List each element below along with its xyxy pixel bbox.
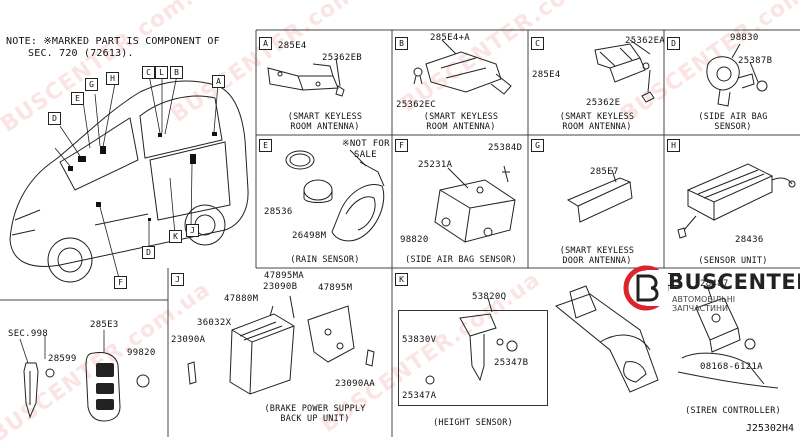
panel-tag-K: K (395, 273, 408, 286)
part-number: 285E3 (90, 320, 119, 330)
part-number: 99820 (127, 348, 156, 358)
part-number: 53830V (402, 335, 437, 345)
callout-C: C (142, 66, 155, 79)
part-number: 285E4 (278, 41, 307, 51)
note-text: NOTE: ※MARKED PART IS COMPONENT OF SEC. … (6, 36, 220, 60)
panel-caption: (BRAKE POWER SUPPLY (264, 404, 366, 414)
callout-H: H (106, 72, 119, 85)
part-drawing-height-sensor (400, 270, 800, 420)
part-number: 28536 (264, 207, 293, 217)
panel-caption: (SIREN CONTROLLER) (685, 406, 781, 416)
panel-tag-G: G (531, 139, 544, 152)
part-number: 36032X (197, 318, 232, 328)
panel-caption: DOOR ANTENNA) (562, 256, 632, 266)
panel-caption: (RAIN SENSOR) (290, 255, 360, 265)
part-number: 25347A (402, 391, 437, 401)
part-number: 98830 (730, 33, 759, 43)
panel-caption: (SMART KEYLESS (559, 112, 635, 122)
part-number: 98820 (400, 235, 429, 245)
callout-J: J (186, 224, 199, 237)
panel-tag-E: E (259, 139, 272, 152)
panel-caption: (SIDE AIR BAG (698, 112, 768, 122)
part-drawing-brake-supply-unit (178, 292, 378, 402)
part-drawing-keys (0, 325, 165, 435)
diagram-code: J25302H4 (745, 423, 794, 434)
panel-caption: ROOM ANTENNA) (562, 122, 632, 132)
panel-caption: BACK UP UNIT) (280, 414, 350, 424)
part-number: 25362EB (322, 53, 363, 63)
part-number: SEC.998 (8, 329, 49, 339)
part-number: 285E4 (532, 70, 561, 80)
callout-G: G (85, 78, 98, 91)
part-number: 25362EA (625, 36, 666, 46)
height-sensor-inset-frame (398, 310, 548, 406)
part-number: 28599 (48, 354, 77, 364)
panel-tag-A: A (259, 37, 272, 50)
part-number: SALE (354, 150, 377, 160)
part-drawing-side-airbag-sensor (680, 44, 790, 119)
panel-tag-B: B (395, 37, 408, 50)
callout-L: L (155, 66, 168, 79)
part-drawing-siren-controller (668, 288, 798, 398)
panel-caption: (SMART KEYLESS (423, 112, 499, 122)
car-overview-drawing (0, 30, 256, 300)
panel-tag-C: C (531, 37, 544, 50)
panel-caption: (SMART KEYLESS (287, 112, 363, 122)
part-drawing-airbag-sensor-unit (400, 160, 530, 250)
part-number: 25362EC (396, 100, 437, 110)
panel-caption: ROOM ANTENNA) (290, 122, 360, 132)
callout-F: F (114, 276, 127, 289)
part-drawing-antenna-a (258, 58, 388, 118)
panel-caption: ROOM ANTENNA) (426, 122, 496, 132)
panel-tag-L: L (667, 273, 680, 286)
part-drawing-rain-sensor (260, 142, 390, 257)
part-number: 285E7 (590, 167, 619, 177)
part-number: 26498M (292, 231, 327, 241)
buscenter-logo: BUSCENTER АВТОМОБІЛЬНІ ЗАПЧАСТИНИ (622, 262, 800, 318)
callout-E: E (71, 92, 84, 105)
part-number: 47895MA (264, 271, 305, 281)
panel-caption: (SMART KEYLESS (559, 246, 635, 256)
note-line-2: SEC. 720 (72613). (28, 48, 134, 59)
part-number: 23090B (263, 282, 298, 292)
panel-tag-D: D (667, 37, 680, 50)
panel-caption: (HEIGHT SENSOR) (433, 418, 513, 428)
part-number: 25231A (418, 160, 453, 170)
part-number: 53820Q (472, 292, 507, 302)
panel-tag-F: F (395, 139, 408, 152)
panel-caption: SENSOR) (714, 122, 752, 132)
part-number: 08168-6121A (700, 362, 763, 372)
part-number: 25362E (586, 98, 621, 108)
part-number: 285E4+A (430, 33, 471, 43)
part-number: 25387B (738, 56, 773, 66)
note-line-1: NOTE: ※MARKED PART IS COMPONENT OF (6, 36, 220, 47)
callout-D-lower: D (142, 246, 155, 259)
part-number: 25347B (494, 358, 529, 368)
panel-tag-H: H (667, 139, 680, 152)
part-drawing-antenna-b (396, 44, 526, 114)
part-drawing-door-antenna (550, 170, 650, 240)
callout-B: B (170, 66, 183, 79)
callout-D: D (48, 112, 61, 125)
panel-caption: (SIDE AIR BAG SENSOR) (405, 255, 517, 265)
part-number: 23090A (171, 335, 206, 345)
part-number: 28487 (700, 279, 729, 289)
logo-emblem-icon (622, 262, 668, 318)
part-drawing-antenna-c (570, 40, 690, 110)
grid-lines (0, 0, 800, 437)
part-number: 28436 (735, 235, 764, 245)
panel-tag-J: J (171, 273, 184, 286)
panel-caption: (SENSOR UNIT) (698, 256, 768, 266)
part-number: 25384D (488, 143, 523, 153)
part-drawing-sensor-unit (668, 150, 798, 250)
callout-K: K (169, 230, 182, 243)
callout-A: A (212, 75, 225, 88)
logo-subtitle: АВТОМОБІЛЬНІ ЗАПЧАСТИНИ (672, 295, 736, 313)
part-number: 47880M (224, 294, 259, 304)
part-number: 23090AA (335, 379, 376, 389)
part-number: ※NOT FOR (342, 139, 390, 149)
part-number: 47895M (318, 283, 353, 293)
logo-name: BUSCENTER (668, 270, 800, 294)
